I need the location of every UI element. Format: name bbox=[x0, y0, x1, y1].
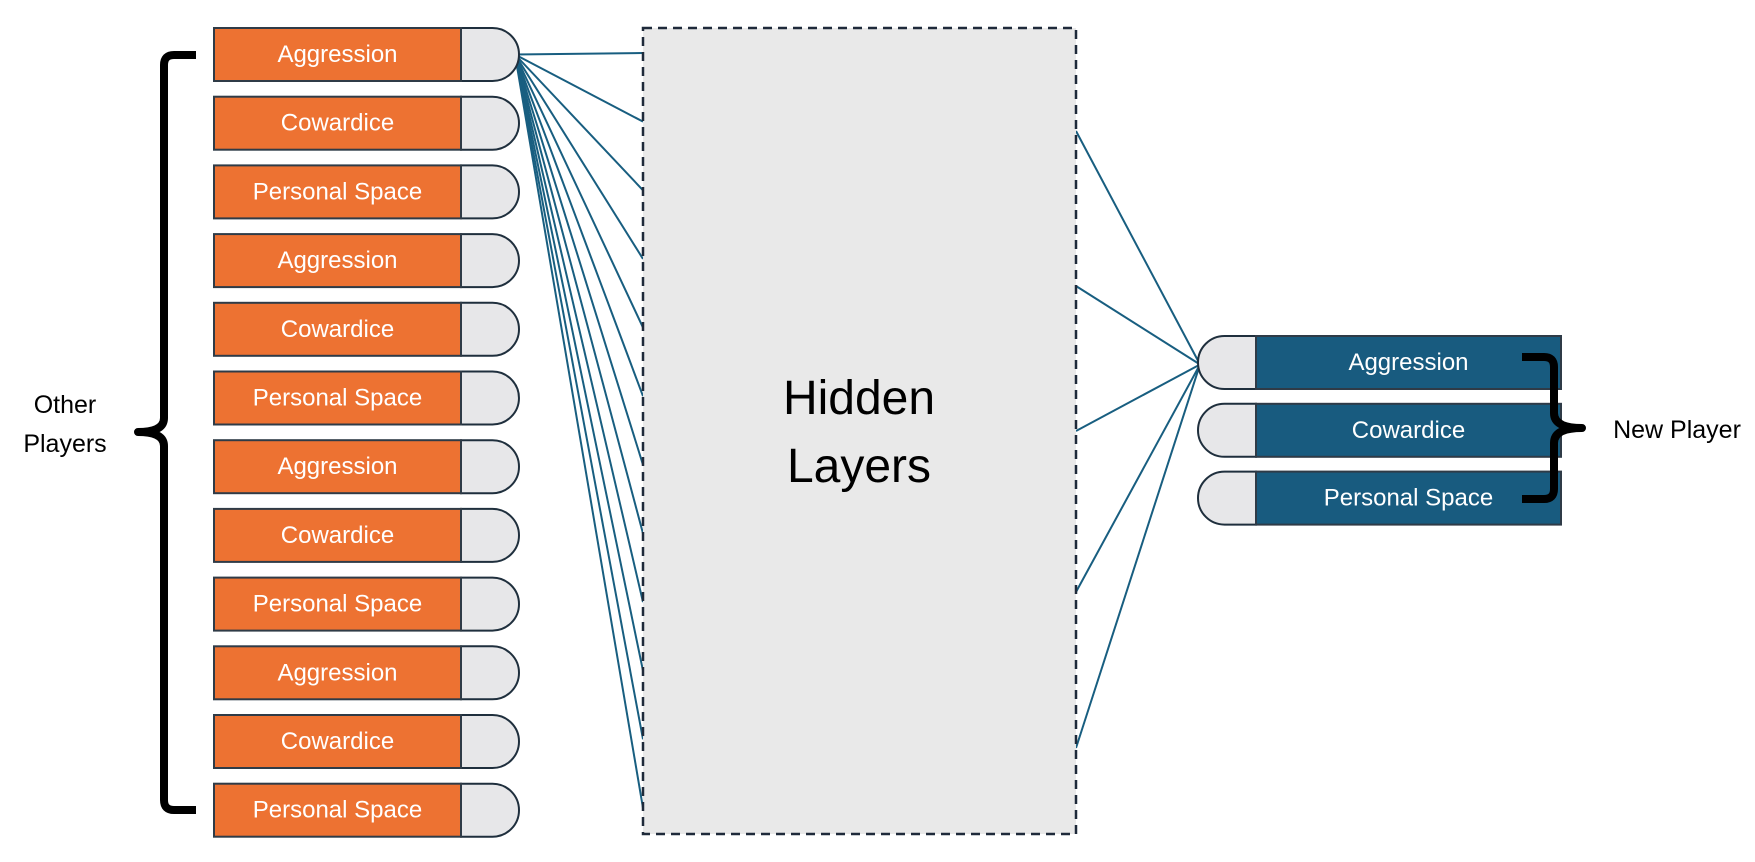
input-node-cap bbox=[460, 95, 520, 151]
input-node: Cowardice bbox=[213, 714, 520, 769]
input-connection bbox=[514, 53, 644, 123]
input-node-label: Cowardice bbox=[281, 110, 394, 137]
output-group-label: New Player bbox=[1613, 416, 1741, 444]
input-node: Personal Space bbox=[213, 370, 520, 426]
input-node: Personal Space bbox=[213, 164, 520, 220]
input-node: Cowardice bbox=[213, 507, 520, 563]
output-connection bbox=[1075, 363, 1201, 432]
left-brace bbox=[134, 51, 196, 814]
right-brace bbox=[1522, 353, 1586, 503]
output-connection bbox=[1075, 364, 1201, 749]
input-connection bbox=[514, 52, 644, 56]
input-node-box bbox=[213, 576, 462, 632]
input-node-cap bbox=[460, 507, 520, 563]
input-node-label: Cowardice bbox=[281, 728, 394, 755]
input-node-box bbox=[213, 782, 462, 838]
output-node: Personal Space bbox=[1197, 470, 1562, 526]
input-connection bbox=[514, 54, 644, 603]
input-node: Personal Space bbox=[213, 576, 520, 632]
input-node-cap bbox=[460, 714, 520, 769]
input-node-label: Aggression bbox=[277, 247, 397, 274]
input-node: Cowardice bbox=[213, 95, 520, 151]
hidden-layer-label-line-1: Hidden bbox=[783, 372, 935, 425]
input-node-box bbox=[213, 95, 462, 151]
input-node-label: Cowardice bbox=[281, 316, 394, 343]
input-node-label: Aggression bbox=[277, 453, 397, 480]
input-node: Aggression bbox=[213, 439, 520, 495]
output-node-box bbox=[1255, 470, 1562, 526]
input-node-cap bbox=[460, 782, 520, 838]
input-node-box bbox=[213, 301, 462, 357]
output-connection bbox=[1075, 130, 1201, 365]
connections bbox=[514, 52, 1201, 809]
input-connection bbox=[514, 53, 644, 191]
input-node-box bbox=[213, 507, 462, 563]
output-node-box bbox=[1255, 335, 1562, 390]
input-connection bbox=[514, 54, 644, 809]
input-node-cap bbox=[460, 233, 520, 289]
input-node-label: Personal Space bbox=[253, 178, 422, 205]
input-node: Personal Space bbox=[213, 782, 520, 838]
output-group-brace: New Player bbox=[1522, 353, 1741, 503]
input-node-label: Personal Space bbox=[253, 385, 422, 412]
hidden-layer-box bbox=[641, 26, 1078, 836]
input-node: Aggression bbox=[213, 233, 520, 289]
input-connection bbox=[514, 54, 644, 671]
input-connection bbox=[514, 54, 644, 466]
input-node-cap bbox=[460, 301, 520, 357]
input-node-cap bbox=[460, 439, 520, 495]
input-node-cap bbox=[460, 27, 520, 82]
input-node-cap bbox=[460, 164, 520, 220]
input-node-box bbox=[213, 439, 462, 495]
output-node-label: Aggression bbox=[1348, 349, 1468, 376]
input-node-label: Aggression bbox=[277, 659, 397, 686]
input-connection bbox=[514, 53, 644, 260]
output-connection bbox=[1075, 364, 1201, 593]
input-node-label: Personal Space bbox=[253, 797, 422, 824]
input-node-label: Personal Space bbox=[253, 591, 422, 618]
output-node-cap bbox=[1197, 335, 1257, 390]
output-connection bbox=[1075, 285, 1201, 366]
output-node-label: Personal Space bbox=[1324, 485, 1493, 512]
hidden-layer-label-line-2: Layers bbox=[787, 440, 931, 493]
input-node: Cowardice bbox=[213, 301, 520, 357]
output-node-label: Cowardice bbox=[1352, 417, 1465, 444]
input-node-cap bbox=[460, 370, 520, 426]
input-group-brace: Other Players bbox=[23, 51, 196, 814]
input-group-label-line-1: Other bbox=[34, 391, 97, 419]
input-node-box bbox=[213, 714, 462, 769]
output-node-cap bbox=[1197, 402, 1257, 458]
input-node-label: Aggression bbox=[277, 41, 397, 68]
input-node-box bbox=[213, 27, 462, 82]
input-node-box bbox=[213, 164, 462, 220]
input-connection bbox=[514, 54, 644, 740]
input-group-label-line-2: Players bbox=[23, 430, 106, 458]
input-node-box bbox=[213, 645, 462, 701]
output-node: Cowardice bbox=[1197, 402, 1562, 458]
output-node-cap bbox=[1197, 470, 1257, 526]
input-node: Aggression bbox=[213, 27, 520, 82]
input-node-box bbox=[213, 370, 462, 426]
input-node-cap bbox=[460, 645, 520, 701]
input-node-label: Cowardice bbox=[281, 522, 394, 549]
input-connection bbox=[514, 54, 644, 328]
input-connection bbox=[514, 54, 644, 397]
input-node: Aggression bbox=[213, 645, 520, 701]
hidden-layer: Hidden Layers bbox=[641, 26, 1078, 836]
input-node-box bbox=[213, 233, 462, 289]
input-node-cap bbox=[460, 576, 520, 632]
output-node: Aggression bbox=[1197, 335, 1562, 390]
input-connection bbox=[514, 54, 644, 534]
